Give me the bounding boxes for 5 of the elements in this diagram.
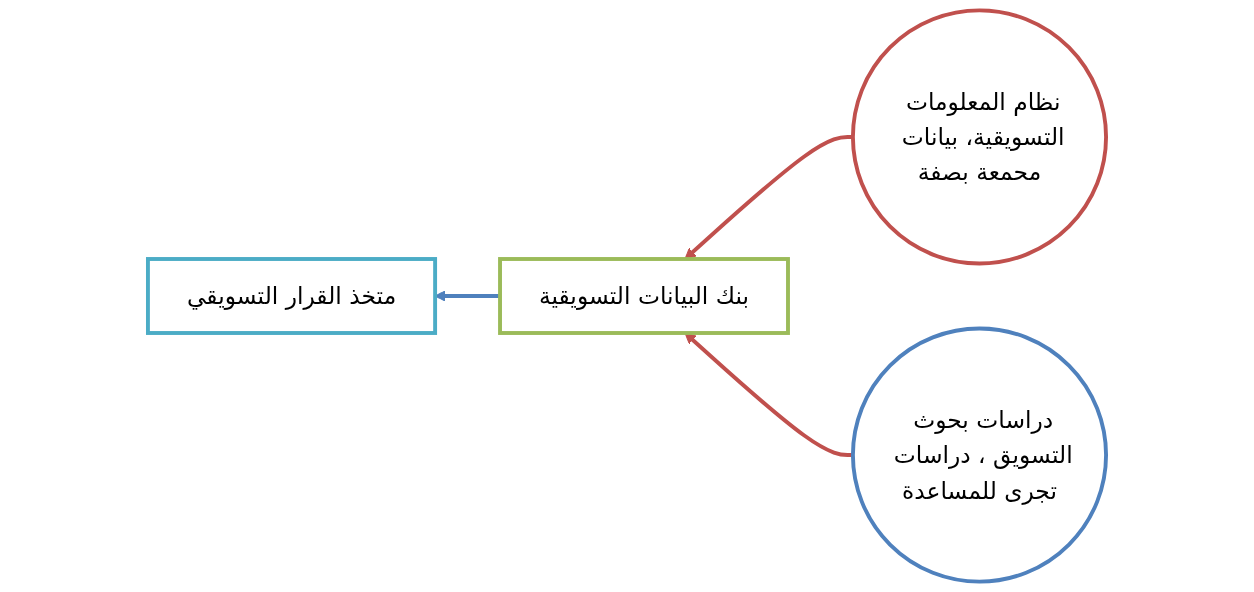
node-circle: دراسات بحوث التسويق ، دراسات تجرى للمساعدة — [850, 326, 1108, 584]
node-box: متخذ القرار التسويقي — [146, 257, 438, 335]
node-box: بنك البيانات التسويقية — [498, 257, 790, 335]
node-circle: نظام المعلومات التسويقية، بيانات محمعة بصفة — [850, 8, 1108, 266]
arrow — [684, 135, 853, 260]
